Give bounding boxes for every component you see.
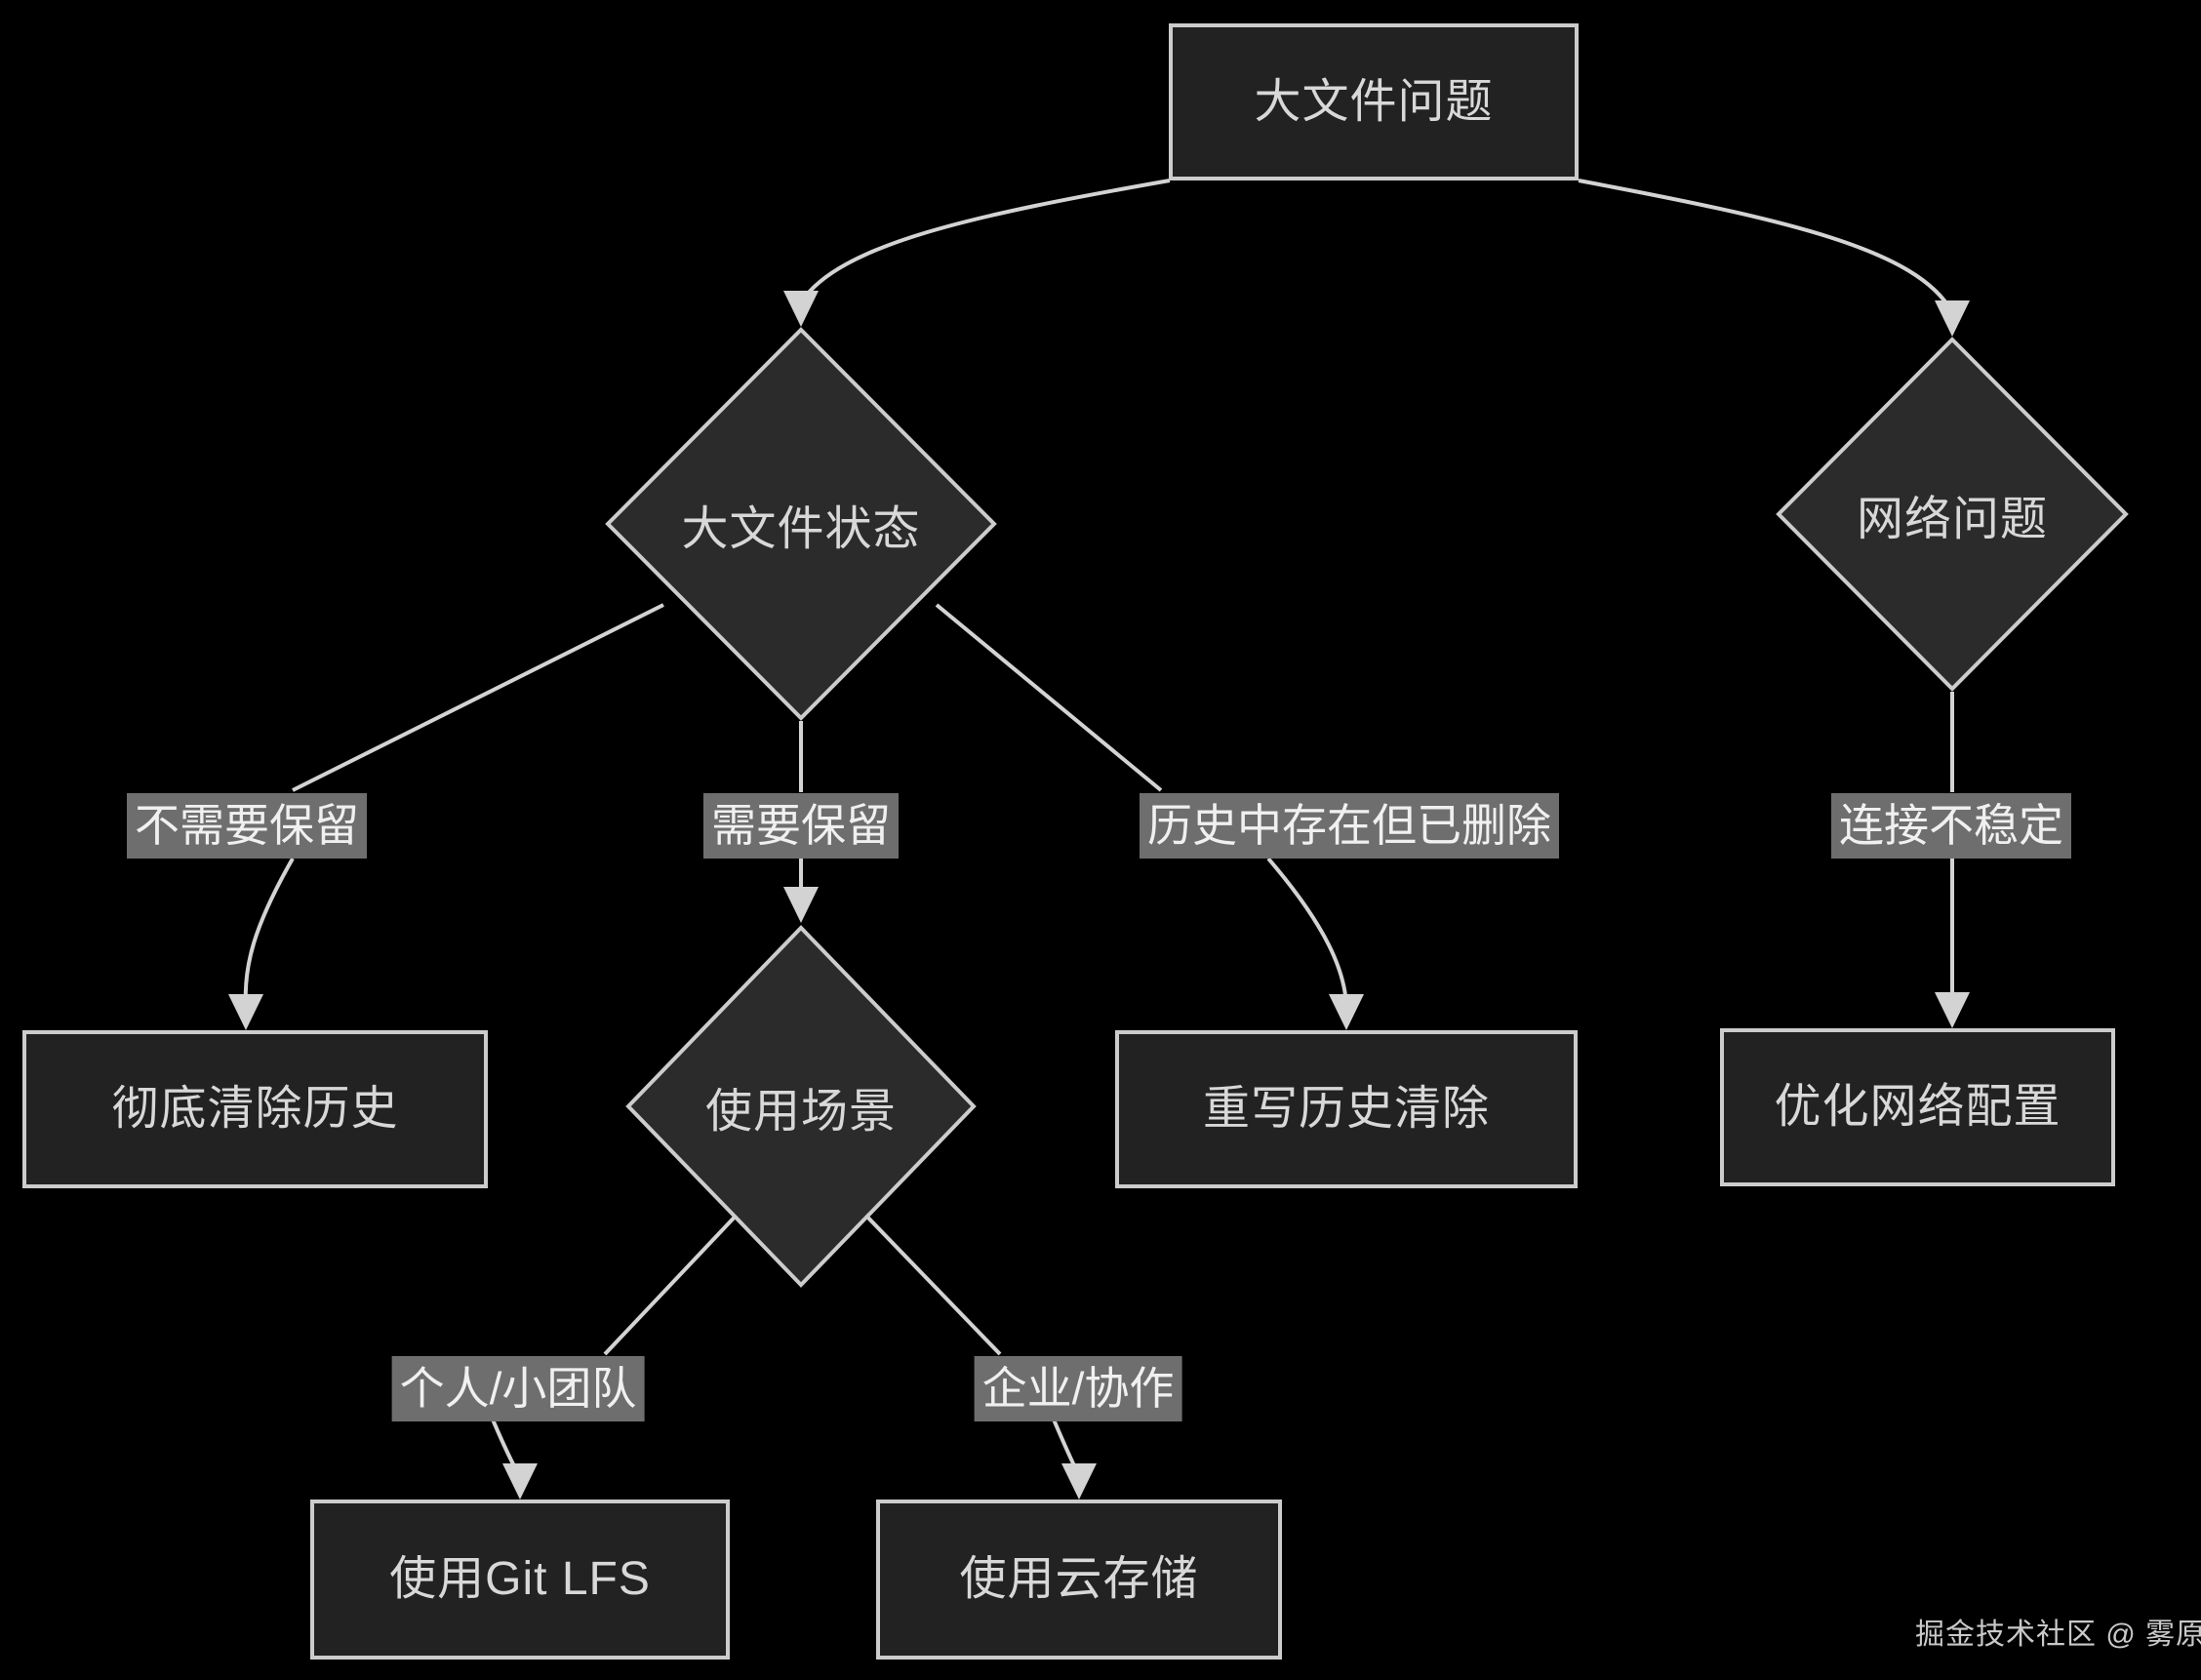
edge-label-no-keep: 不需要保留 — [127, 793, 367, 860]
node-use-cloud-storage-label: 使用云存储 — [959, 1553, 1199, 1606]
edge-network-to-optimize — [1935, 692, 1970, 1028]
node-rewrite-history-label: 重写历史清除 — [1202, 1083, 1490, 1136]
diamond-shape — [1776, 337, 2129, 692]
node-network-issue-label: 网络问题 — [1856, 494, 2048, 545]
watermark: 掘金技术社区 @ 雾原 — [1915, 1619, 2201, 1651]
node-file-state[interactable]: 大文件状态 — [605, 327, 997, 721]
edge-label-in-history-deleted: 历史中存在但已删除 — [1140, 793, 1559, 860]
node-optimize-network[interactable]: 优化网络配置 — [1720, 1028, 2115, 1186]
node-root[interactable]: 大文件问题 — [1169, 23, 1579, 180]
edge-label-enterprise-collab: 企业/协作 — [974, 1356, 1182, 1422]
node-usage-scenario-label: 使用场景 — [704, 1086, 897, 1138]
node-purge-history-label: 彻底清除历史 — [111, 1083, 399, 1136]
node-network-issue[interactable]: 网络问题 — [1776, 337, 2129, 692]
node-use-git-lfs[interactable]: 使用Git LFS — [310, 1500, 730, 1660]
node-file-state-label: 大文件状态 — [681, 503, 921, 555]
node-root-label: 大文件问题 — [1254, 75, 1494, 128]
node-usage-scenario[interactable]: 使用场景 — [625, 925, 977, 1288]
node-use-git-lfs-label: 使用Git LFS — [389, 1553, 651, 1606]
edge-root-to-state — [783, 179, 1171, 327]
node-use-cloud-storage[interactable]: 使用云存储 — [876, 1500, 1282, 1660]
edge-root-to-network — [1578, 179, 1970, 337]
diamond-shape — [625, 925, 977, 1288]
edge-label-keep: 需要保留 — [703, 793, 899, 860]
edge-label-unstable-connection: 连接不稳定 — [1831, 793, 2071, 860]
edge-label-personal-small-team: 个人/小团队 — [391, 1356, 645, 1422]
node-purge-history[interactable]: 彻底清除历史 — [22, 1030, 488, 1188]
node-rewrite-history[interactable]: 重写历史清除 — [1115, 1030, 1578, 1188]
node-optimize-network-label: 优化网络配置 — [1774, 1081, 2061, 1134]
diamond-shape — [605, 327, 997, 721]
